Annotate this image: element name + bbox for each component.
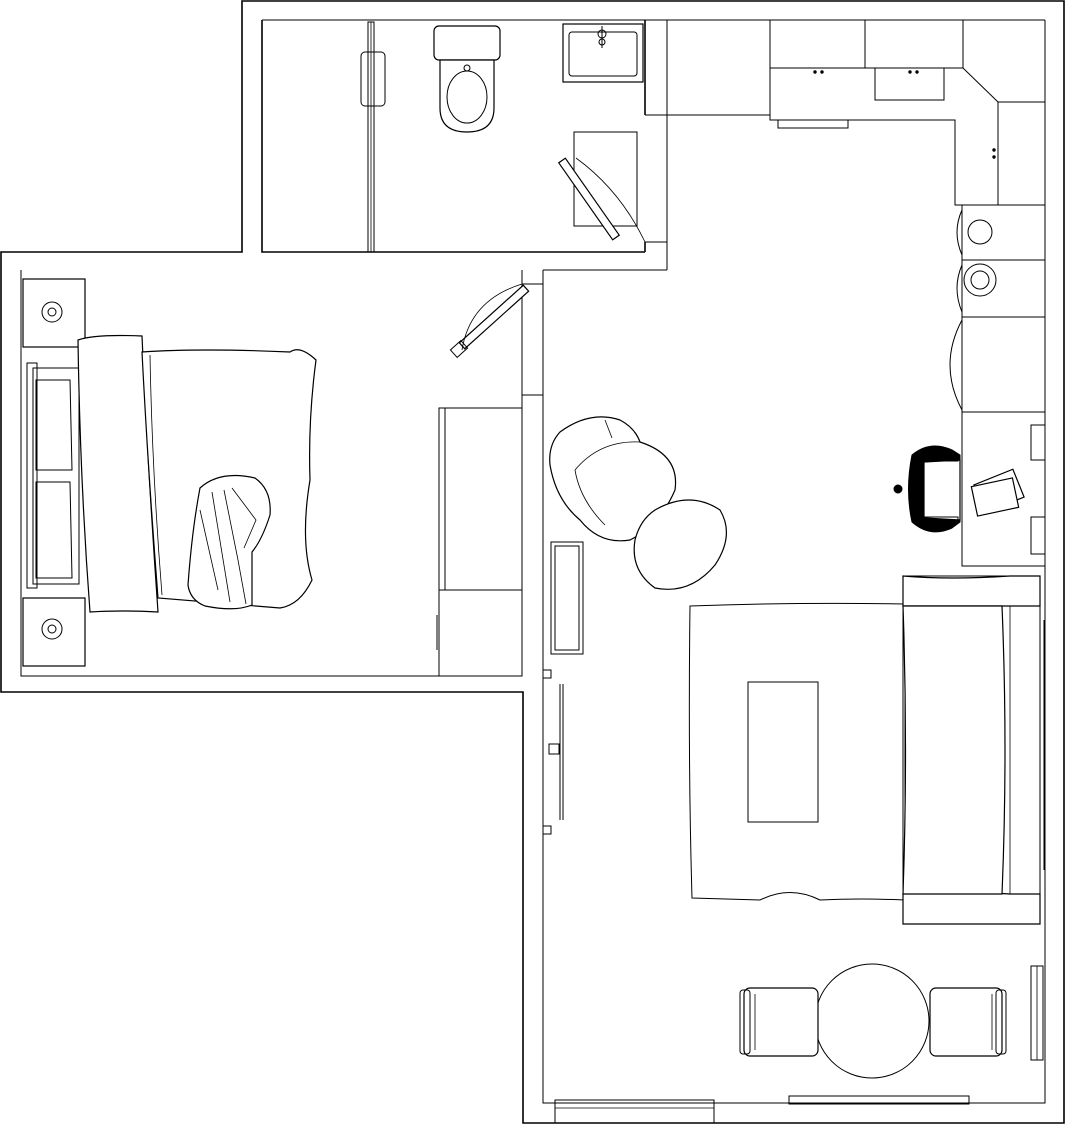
shower-glass-partition: [360, 21, 386, 253]
coffee-table: [747, 681, 819, 823]
kitchen: [666, 20, 1046, 413]
living-room: [542, 416, 1045, 925]
bedroom-door: [449, 283, 530, 359]
dining-table: [814, 963, 930, 1079]
bedroom: [22, 270, 543, 677]
toilet: [433, 25, 501, 133]
dining-area: [739, 963, 1044, 1079]
radiator-right: [1030, 965, 1044, 1061]
bed: [26, 334, 317, 613]
office-corner: [893, 411, 1046, 567]
dining-chair-left: [739, 987, 819, 1057]
windows: [554, 1095, 970, 1124]
sofa: [902, 575, 1045, 925]
throw-blanket: [187, 475, 271, 610]
kitchen-counter: [666, 20, 1045, 206]
ottoman: [633, 499, 727, 590]
nightstand-bottom: [22, 597, 86, 667]
refrigerator: [949, 316, 1046, 413]
nightstand-top: [22, 278, 86, 348]
bathroom: [261, 20, 668, 271]
bathroom-sink: [562, 23, 644, 83]
papers: [970, 468, 1025, 517]
side-table: [550, 541, 584, 655]
area-rug: [688, 602, 906, 901]
desk: [961, 411, 1046, 567]
tv-stand: [542, 669, 564, 835]
office-chair: [893, 445, 961, 533]
armchair: [549, 416, 677, 542]
washer-dryer: [956, 204, 1046, 318]
wardrobe: [436, 407, 523, 677]
dining-chair-right: [929, 987, 1007, 1057]
bathroom-door: [557, 157, 646, 243]
